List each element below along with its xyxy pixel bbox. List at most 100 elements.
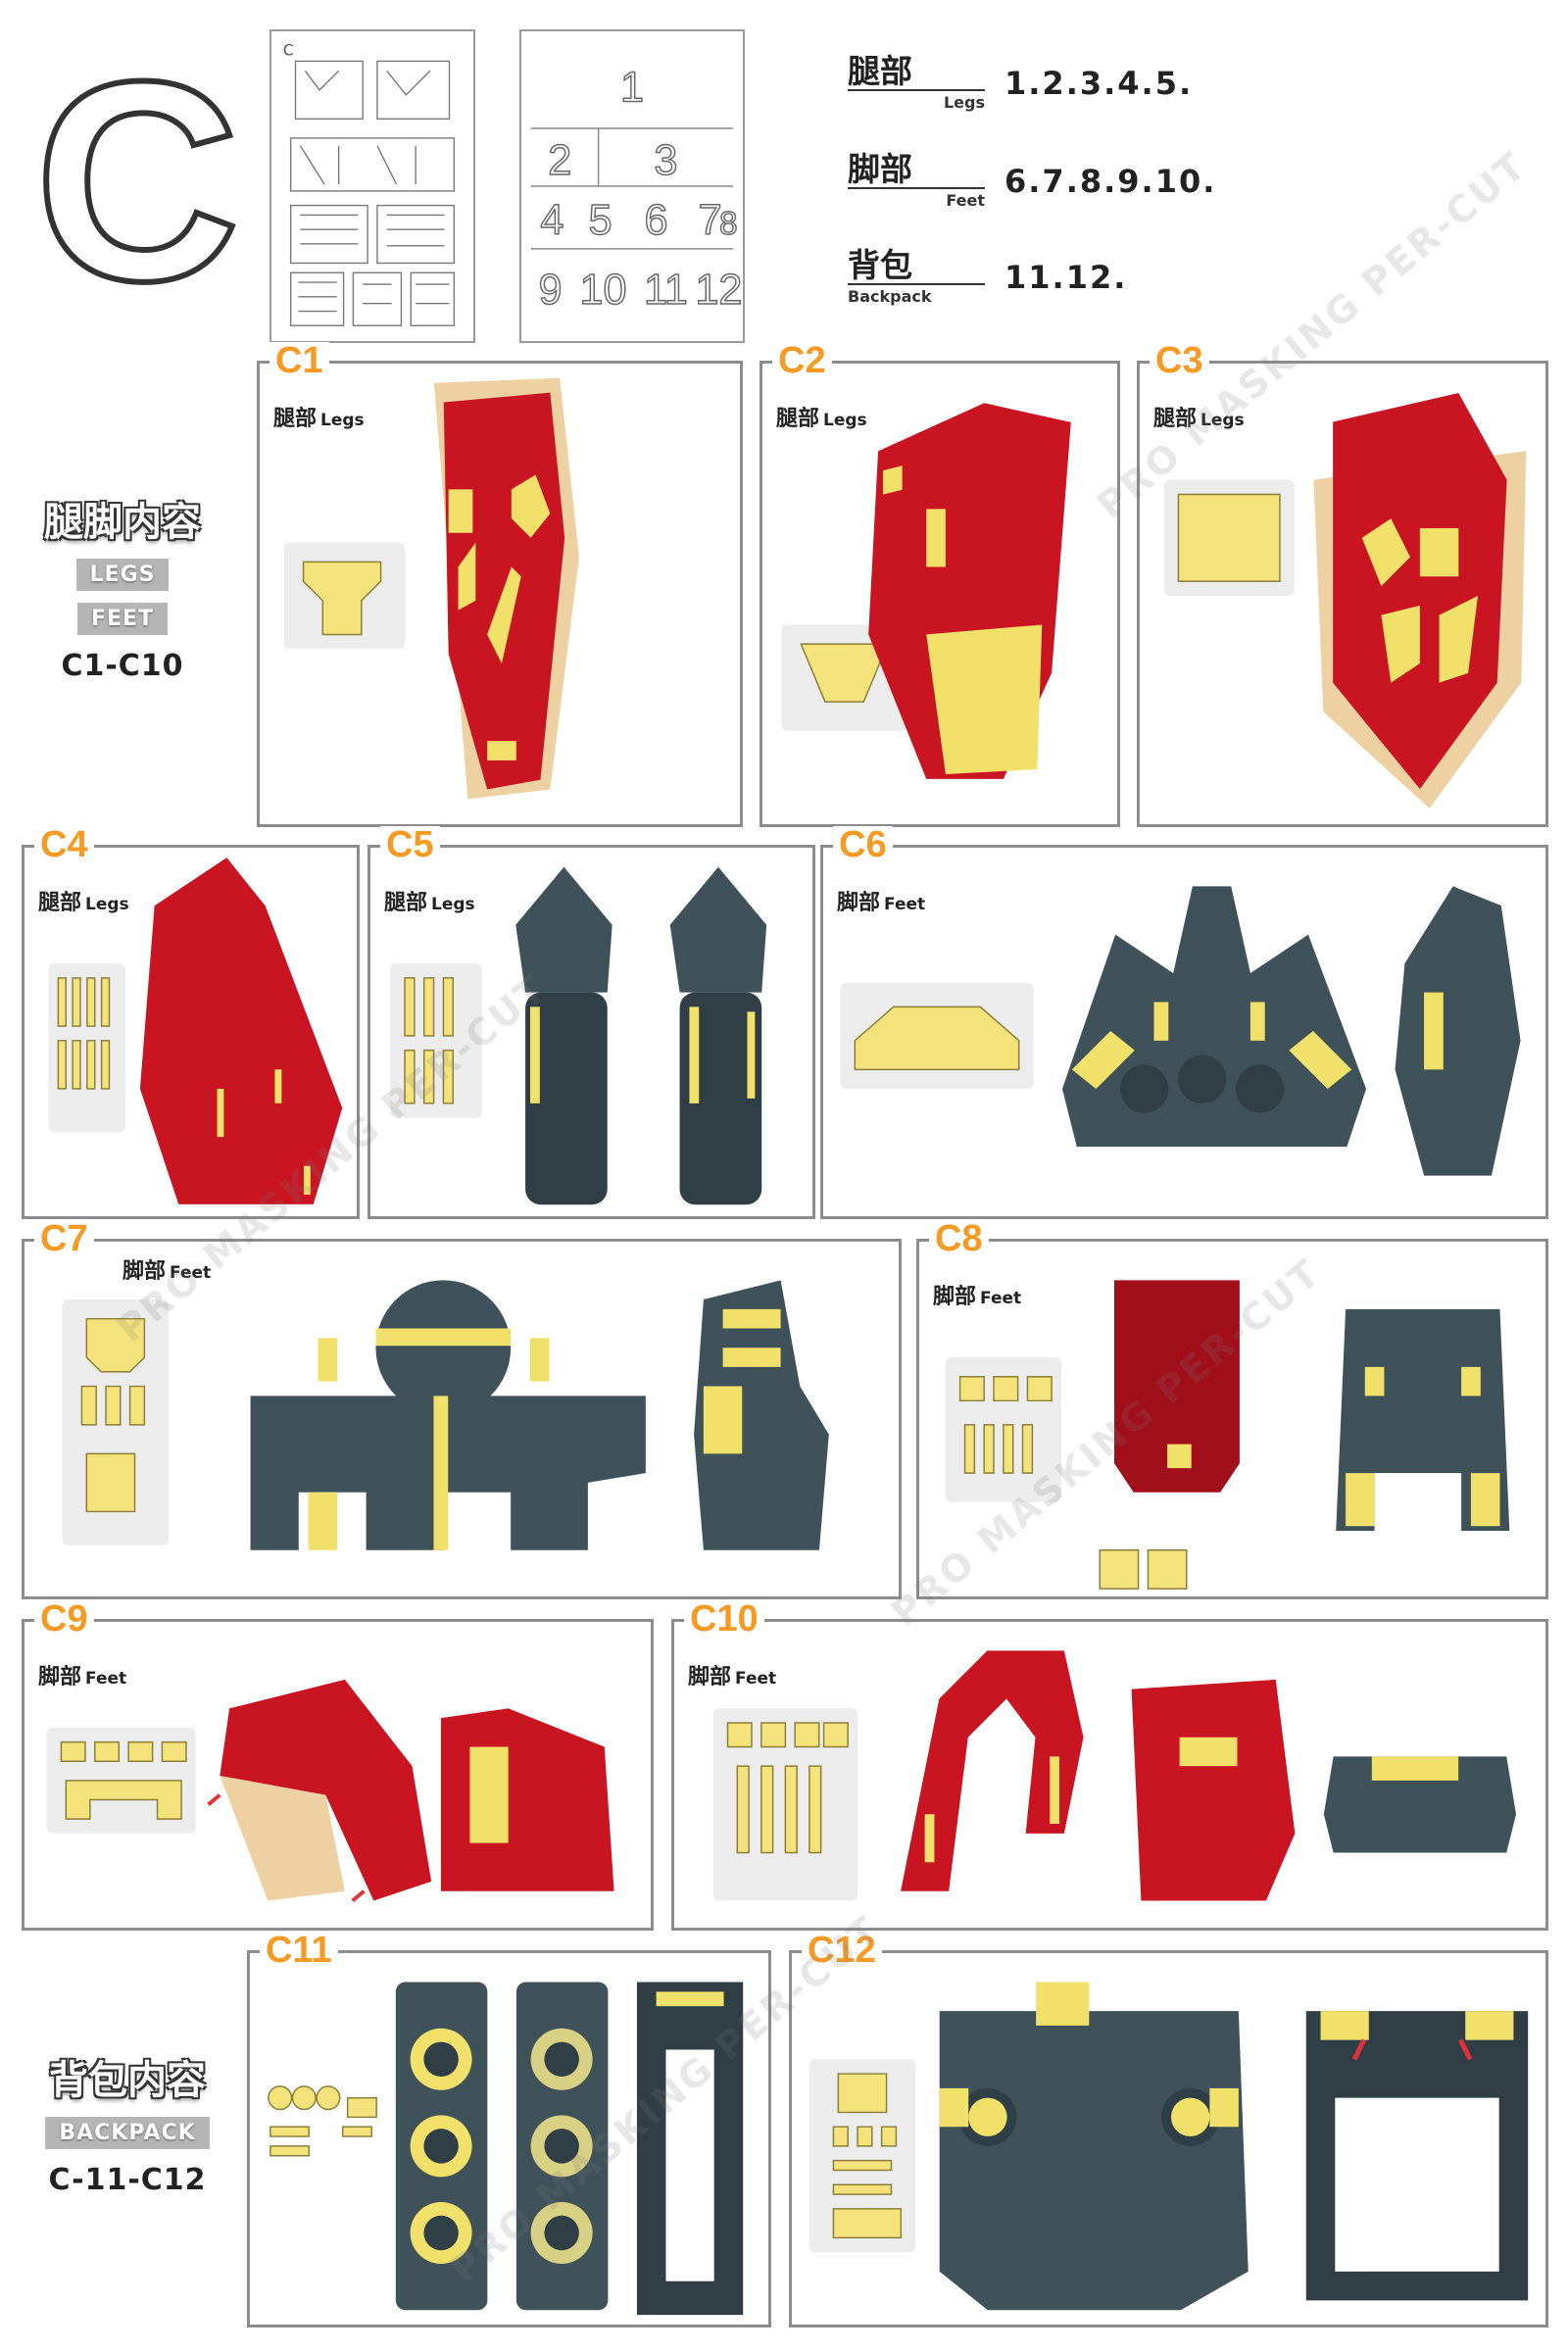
c8-part-grey — [1336, 1308, 1510, 1532]
legs-feet-summary: 腿脚内容 LEGS FEET C1-C10 — [24, 490, 220, 683]
c5-part-right-top — [669, 866, 767, 993]
c7-mask-piece-1 — [85, 1317, 146, 1373]
panel-c3-art — [1163, 392, 1527, 808]
sheet-num-10: 10 — [579, 267, 626, 314]
c5-part-right-body — [679, 992, 762, 1205]
legs-feet-title: 腿脚内容 — [44, 500, 201, 545]
sheet-num-4: 4 — [540, 197, 564, 244]
map-backpack-value: 11.12. — [1004, 259, 1128, 296]
c1-mask-2 — [448, 489, 521, 760]
c6-part-side — [1395, 886, 1521, 1176]
c6-part-main — [1061, 886, 1367, 1148]
c5-mask-strips — [404, 977, 454, 1104]
panel-c9-art — [46, 1679, 614, 1903]
tag-backpack: BACKPACK — [45, 2117, 210, 2149]
panel-c7-id: C7 — [34, 1220, 94, 1257]
panel-c8-id: C8 — [929, 1220, 989, 1257]
c2-mask-2 — [882, 466, 946, 567]
sheet-num-12: 12 — [695, 267, 742, 314]
c1-mask-piece — [302, 561, 382, 636]
c10-part-2 — [1131, 1679, 1296, 1901]
panel-c8-art — [945, 1280, 1510, 1590]
panel-c7-art — [62, 1280, 829, 1550]
c12-part-frame — [1305, 2011, 1529, 2301]
c8-mask-1 — [1167, 1444, 1192, 1469]
c9-tape-area — [220, 1775, 345, 1901]
c8-mask-piece — [958, 1375, 1053, 1474]
c11-rings — [410, 2028, 593, 2264]
c10-mask-3 — [1371, 1756, 1459, 1781]
panel-c11-id: C11 — [260, 1932, 338, 1969]
c7-mask-piece-2 — [80, 1385, 146, 1513]
map-feet-cn: 脚部 — [848, 150, 912, 188]
map-backpack-cn: 背包 — [848, 246, 912, 284]
map-legs-cn: 腿部 — [848, 52, 912, 90]
panel-c4-id: C4 — [34, 826, 94, 863]
panel-c12: C12 — [789, 1932, 1548, 2328]
map-row-backpack: 背包 Backpack 11.12. — [848, 243, 1127, 312]
backpack-title: 背包内容 — [49, 2058, 206, 2103]
c6-circle-3 — [1236, 1064, 1285, 1113]
panel-c2-art — [781, 403, 1071, 779]
c11-mask-1 — [656, 1991, 724, 2007]
sheet-num-1: 1 — [620, 65, 644, 112]
c5-part-left-top — [515, 866, 612, 993]
c12-part-main — [939, 2011, 1249, 2311]
panel-c3-id: C3 — [1150, 342, 1209, 379]
c12-mask-2 — [1320, 2011, 1514, 2040]
map-legs-value: 1.2.3.4.5. — [1004, 65, 1194, 102]
panel-c5-id: C5 — [380, 826, 440, 863]
c5-mask-1 — [529, 1006, 756, 1103]
c6-circle-1 — [1120, 1064, 1169, 1113]
c12-mask-1 — [939, 1982, 1239, 2128]
c5-part-left-body — [525, 992, 608, 1205]
c10-mask-2 — [1179, 1737, 1238, 1767]
sheet-num-7: 7 — [699, 197, 722, 244]
c6-mask-1 — [1071, 1002, 1352, 1090]
c12-mask-card — [808, 2059, 916, 2253]
map-row-feet: 脚部 Feet 6.7.8.9.10. — [848, 147, 1216, 216]
tag-legs: LEGS — [75, 559, 170, 591]
c1-mask-1 — [511, 474, 551, 538]
c10-part-arch — [901, 1650, 1084, 1891]
panel-c1-id: C1 — [270, 342, 329, 379]
panel-c2-id: C2 — [772, 342, 832, 379]
panel-c10-id: C10 — [684, 1600, 764, 1638]
c7-mask-2 — [703, 1308, 781, 1454]
c8-mask-2 — [1346, 1366, 1500, 1527]
c12-mask-piece — [832, 2073, 903, 2239]
c8-mask-piece-2 — [1099, 1549, 1188, 1590]
c12-ring-2 — [1170, 2097, 1210, 2137]
c8-part-red — [1113, 1280, 1240, 1493]
c3-part — [1333, 392, 1507, 790]
sheet-num-5: 5 — [589, 197, 612, 244]
c2-mask-piece — [800, 643, 889, 703]
panel-c12-art — [808, 1982, 1529, 2311]
c7-mask-1 — [308, 1328, 550, 1550]
sheet-num-9: 9 — [538, 267, 562, 314]
c4-mask-strips — [57, 977, 111, 1090]
panel-c1-art — [283, 377, 579, 800]
c2-mask-1 — [926, 624, 1043, 774]
c3-mask-piece — [1177, 493, 1281, 582]
map-row-legs: 腿部 Legs 1.2.3.4.5. — [848, 49, 1193, 118]
c4-part — [139, 858, 343, 1204]
c9-pointers — [207, 1793, 366, 1903]
panel-c9-id: C9 — [34, 1600, 94, 1638]
panel-c11-art — [268, 1982, 744, 2316]
mask-sheet-index-art: 1 2 3 4 5 6 7 8 9 10 11 12 — [530, 64, 743, 315]
